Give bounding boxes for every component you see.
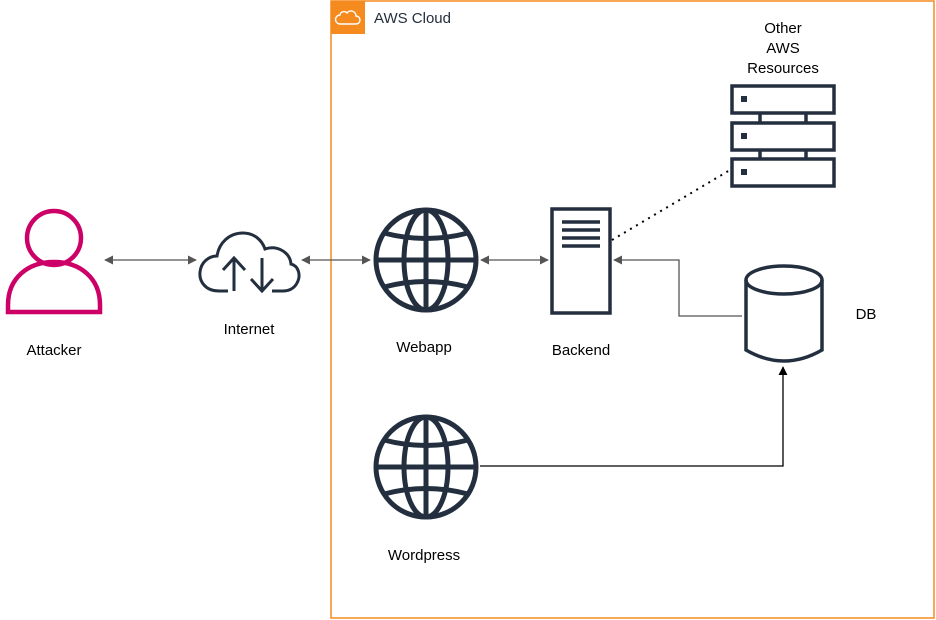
db-cylinder-icon: [744, 264, 824, 363]
other-resources-label-line: AWS: [766, 40, 800, 57]
backend-server-icon: [550, 207, 612, 315]
other-resources-dots: [741, 96, 747, 175]
other-resources-label-line: Other: [764, 20, 802, 37]
webapp-globe-icon: [373, 207, 479, 313]
edge-backend-other: [611, 169, 731, 241]
internet-cloud-icon: [198, 231, 301, 294]
other-resources-label: Other AWS Resources: [733, 19, 833, 79]
wordpress-label: Wordpress: [387, 547, 461, 564]
aws-cloud-icon: [331, 1, 365, 34]
webapp-label: Webapp: [396, 339, 452, 356]
edge-db-backend: [613, 255, 742, 317]
other-resources-label-line: Resources: [747, 60, 819, 77]
backend-label: Backend: [551, 342, 611, 359]
aws-cloud-group: [330, 0, 935, 619]
edge-wordpress-db: [480, 366, 788, 467]
db-label: DB: [855, 306, 877, 323]
internet-label: Internet: [223, 321, 275, 338]
aws-cloud-label: AWS Cloud: [374, 10, 451, 27]
other-resources-stack-icon: [730, 84, 836, 188]
attacker-label: Attacker: [26, 342, 82, 359]
attacker-user-icon: [5, 208, 103, 315]
connectors: [104, 169, 788, 467]
wordpress-globe-icon: [373, 414, 479, 520]
